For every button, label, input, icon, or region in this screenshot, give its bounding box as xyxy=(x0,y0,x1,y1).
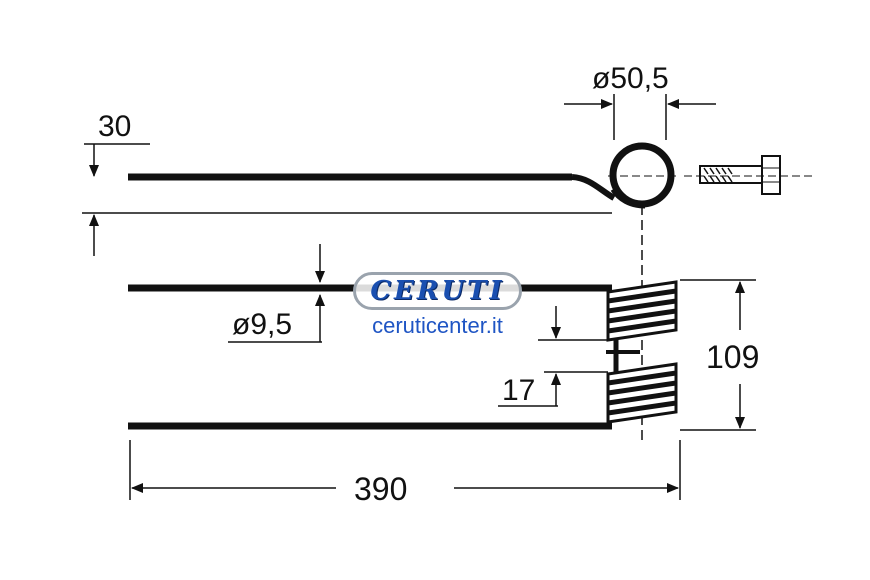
mounting-bolt xyxy=(684,155,812,195)
tine-length-label: 390 xyxy=(354,471,407,507)
eye-loop xyxy=(608,142,680,209)
top-offset-dimension: 30 xyxy=(82,110,612,256)
loop-diameter-label: ø50,5 xyxy=(592,62,669,95)
top-offset-label: 30 xyxy=(98,110,131,143)
coil-gap-dimension: 17 xyxy=(498,306,608,407)
top-tine xyxy=(128,173,616,201)
coil-height-label: 109 xyxy=(706,339,759,375)
tine-length-dimension: 390 xyxy=(129,440,681,507)
loop-diameter-dimension: ø50,5 xyxy=(564,62,716,140)
coil-spring xyxy=(606,280,678,424)
wire-diameter-label: ø9,5 xyxy=(232,308,292,341)
coil-gap-label: 17 xyxy=(502,374,535,407)
coil-height-dimension: 109 xyxy=(680,279,759,431)
wire-diameter-dimension: ø9,5 xyxy=(228,244,325,343)
